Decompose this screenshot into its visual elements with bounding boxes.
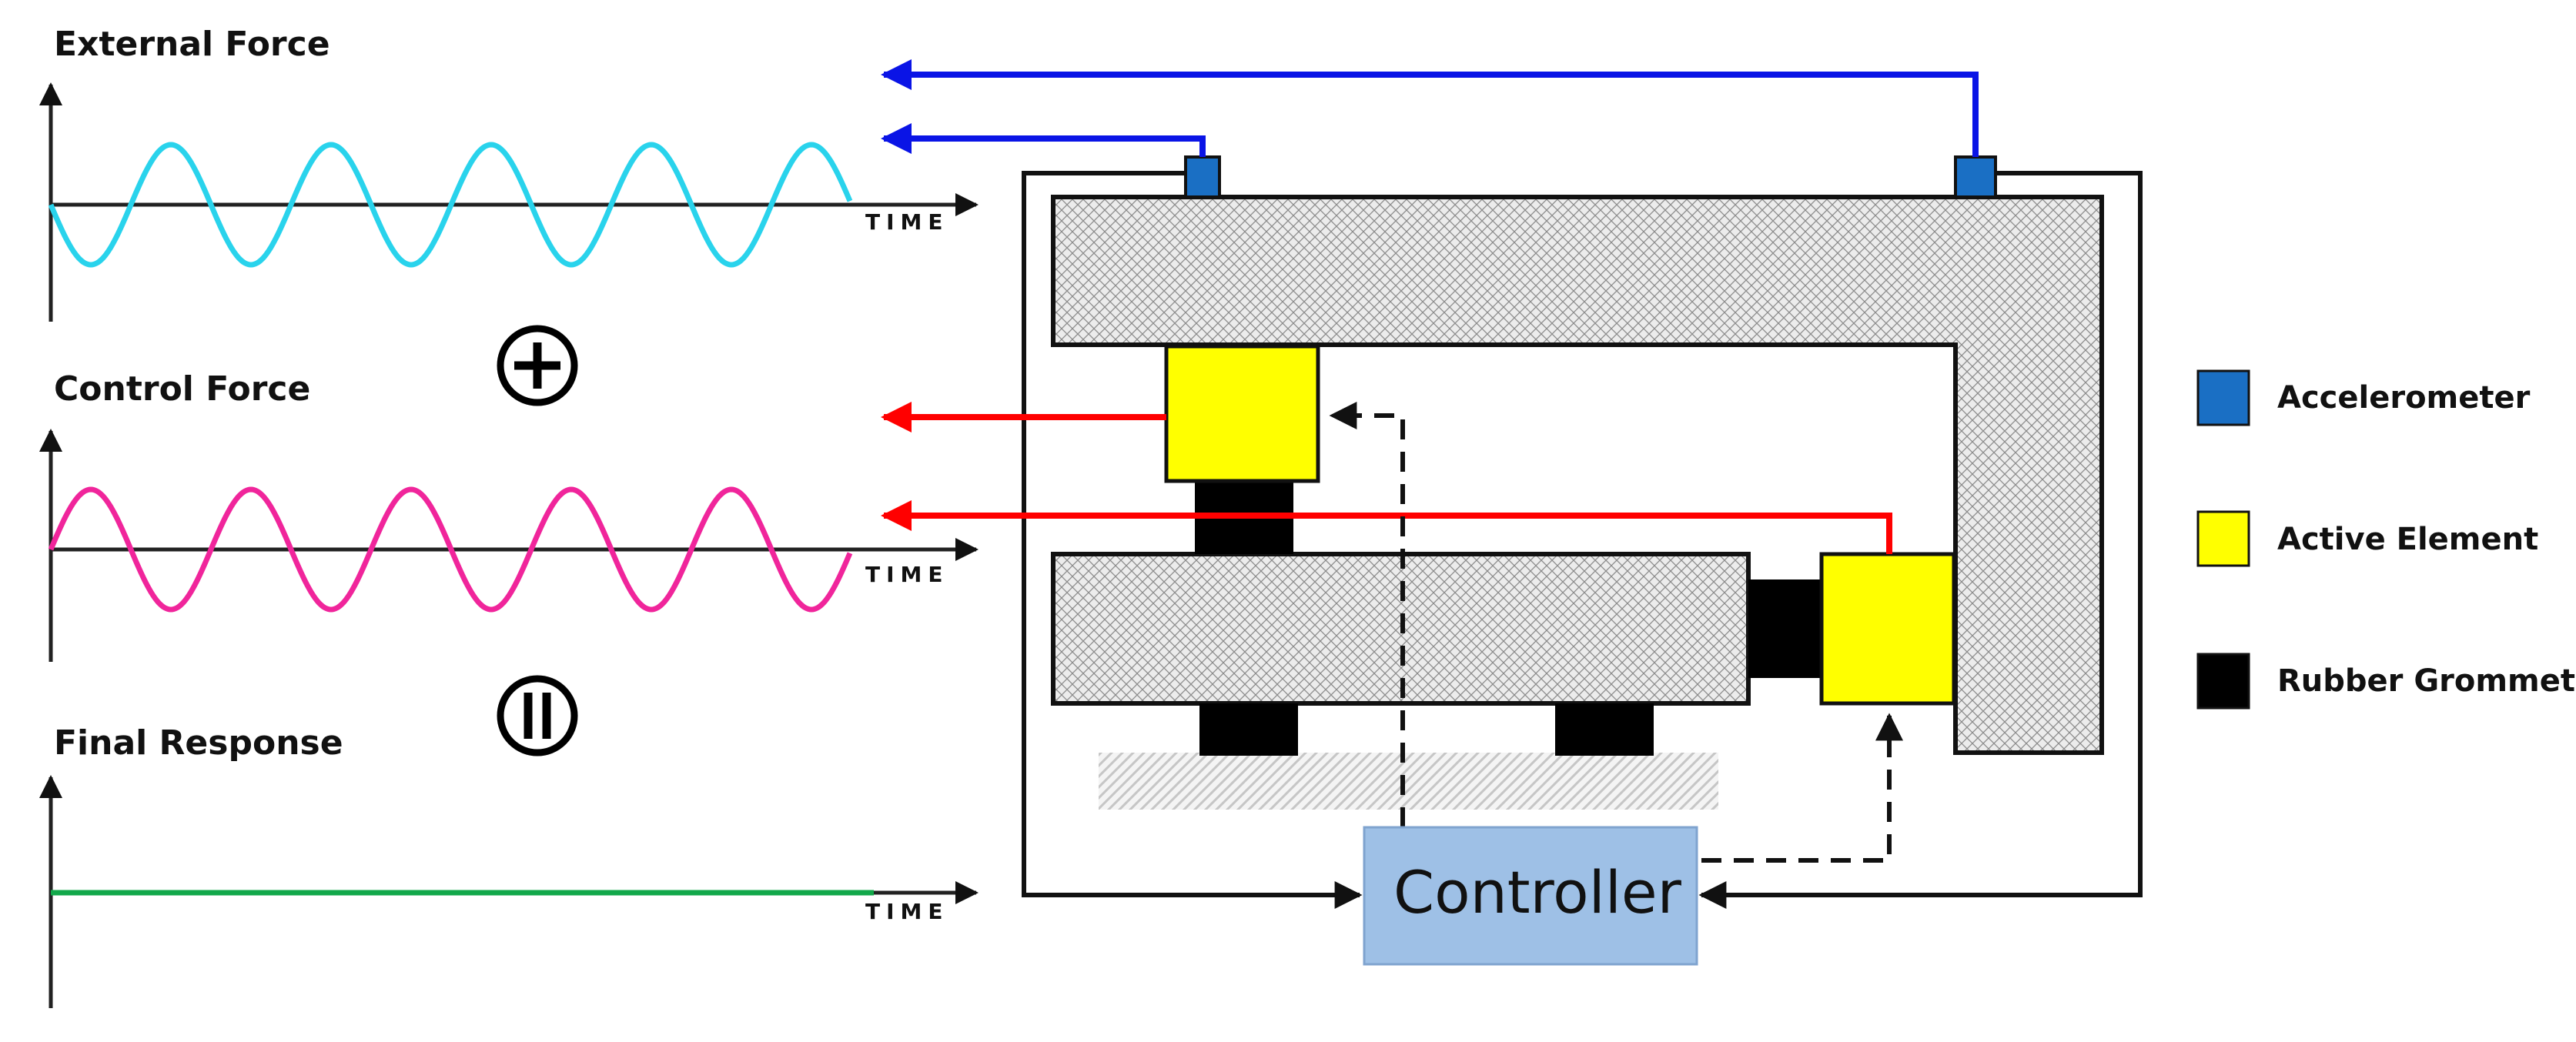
rubber-grommet [1555,703,1654,756]
time-axis-label: TIME [865,899,949,924]
legend-swatch-rubber-grommet [2196,653,2250,710]
time-axis-label: TIME [865,562,949,587]
upper-frame [1051,195,2104,755]
graph-title-external-force: External Force [54,25,330,64]
device-mechanism [881,59,2143,966]
final-response-graph [39,775,979,1008]
graph-title-final-response: Final Response [54,723,343,763]
feedback-arrow-long [881,59,1979,157]
accelerometer [1954,155,1997,199]
legend-label-active-element: Active Element [2277,522,2539,557]
legend-swatch-active-element [2196,510,2250,567]
circled-plus-icon [497,325,578,406]
legend-label-accelerometer: Accelerometer [2277,380,2531,416]
control-arrow-lower [881,500,1892,554]
active-element [1164,344,1320,483]
ground [1099,753,1718,810]
legend-label-rubber-grommet: Rubber Grommet [2277,663,2575,699]
controller-label: Controller [1393,858,1681,927]
time-axis-label: TIME [865,209,949,235]
sensor-wire-left [1022,171,1363,909]
active-element [1819,552,1956,706]
legend [2196,369,2250,710]
accelerometer [1184,155,1221,199]
control-signal-upper [1329,402,1405,827]
controller-box [1363,826,1698,966]
feedback-arrow-short [881,123,1206,157]
control-signal-lower [1701,713,1903,863]
legend-swatch-accelerometer [2196,369,2250,426]
rubber-grommet [1199,703,1298,756]
external-force-wave [48,142,853,268]
graph-title-control-force: Control Force [54,369,311,409]
circled-equals-icon [497,675,578,756]
external-force-graph [39,82,979,322]
control-force-wave [48,486,853,613]
control-force-graph [39,429,979,662]
rubber-grommet [1748,579,1822,678]
sensor-wire-right [1698,171,2143,909]
